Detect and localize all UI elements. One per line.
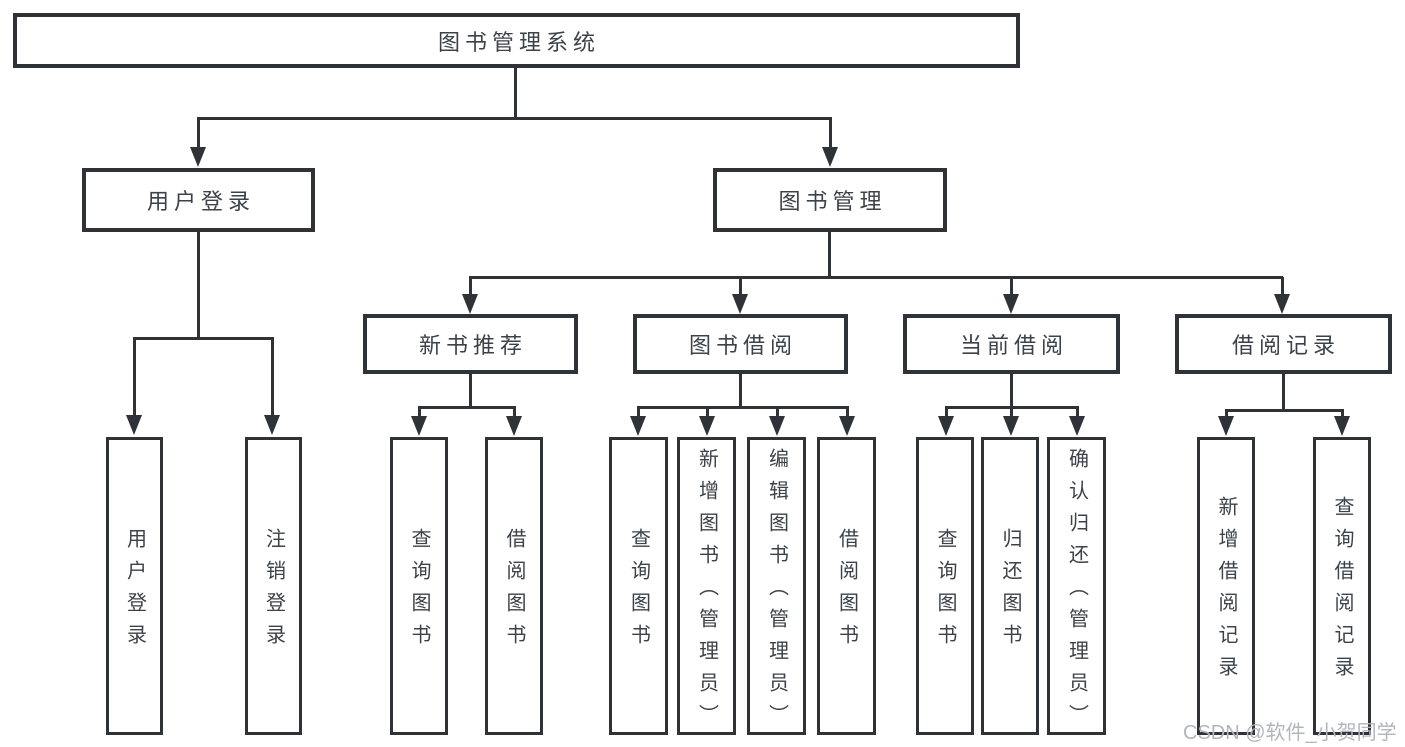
arrow-down-icon — [699, 416, 715, 436]
connector-line — [197, 117, 200, 148]
leaf-recommend-query-books-label: 查询图书 — [408, 528, 430, 656]
node-book-borrow: 图书借阅 — [633, 314, 848, 374]
node-user-login-label: 用户登录 — [146, 189, 255, 214]
leaf-current-return-books: 归还图书 — [981, 437, 1039, 735]
leaf-borrow-edit-books-admin: 编辑图书（管理员） — [747, 437, 806, 736]
arrow-down-icon — [411, 416, 427, 436]
leaf-records-add-record-label: 新增借阅记录 — [1215, 496, 1237, 688]
arrow-down-icon — [462, 294, 478, 314]
arrow-down-icon — [822, 147, 838, 167]
connector-line — [846, 406, 849, 417]
node-current-borrow-label: 当前借阅 — [959, 333, 1068, 358]
leaf-borrow-borrow-books-label: 借阅图书 — [835, 528, 858, 656]
leaf-recommend-borrow-books: 借阅图书 — [485, 437, 543, 735]
node-borrow-records: 借阅记录 — [1175, 314, 1392, 374]
connector-line — [513, 406, 516, 417]
node-new-book-recommend: 新书推荐 — [363, 314, 578, 374]
arrow-down-icon — [938, 416, 954, 436]
leaf-current-query-books-label: 查询图书 — [934, 528, 956, 656]
arrow-down-icon — [769, 416, 785, 436]
connector-line — [638, 406, 849, 409]
leaf-user-login-label: 用户登录 — [123, 528, 146, 656]
arrow-down-icon — [1218, 416, 1234, 436]
connector-line — [1010, 406, 1013, 417]
connector-line — [133, 337, 273, 340]
connector-line — [271, 337, 274, 416]
connector-line — [1225, 409, 1343, 412]
leaf-current-query-books: 查询图书 — [916, 437, 974, 735]
leaf-logout-label: 注销登录 — [262, 528, 285, 656]
leaf-current-return-books-label: 归还图书 — [999, 528, 1021, 656]
connector-line — [828, 231, 831, 276]
connector-line — [739, 277, 742, 296]
arrow-down-icon — [630, 416, 646, 436]
connector-line — [776, 406, 779, 417]
connector-line — [945, 406, 948, 417]
arrow-down-icon — [839, 416, 855, 436]
arrow-down-icon — [1003, 294, 1019, 314]
connector-line — [1281, 277, 1284, 296]
connector-line — [469, 276, 1283, 279]
leaf-logout: 注销登录 — [245, 437, 302, 735]
arrow-down-icon — [1334, 416, 1350, 436]
connector-line — [197, 231, 200, 337]
arrow-down-icon — [1274, 294, 1290, 314]
leaf-borrow-borrow-books: 借阅图书 — [817, 437, 876, 735]
leaf-records-query-record: 查询借阅记录 — [1313, 437, 1371, 735]
connector-line — [1010, 277, 1013, 296]
node-user-login: 用户登录 — [82, 168, 315, 232]
arrow-down-icon — [732, 294, 748, 314]
connector-line — [514, 68, 517, 117]
leaf-current-confirm-return-admin: 确认归还（管理员） — [1047, 437, 1106, 736]
csdn-watermark: CSDN @软件_小贺同学 — [1183, 722, 1397, 744]
node-book-management-label: 图书管理 — [778, 189, 887, 214]
connector-line — [1010, 373, 1013, 406]
connector-line — [469, 277, 472, 296]
node-current-borrow: 当前借阅 — [903, 314, 1120, 374]
arrow-down-icon — [1069, 416, 1085, 436]
leaf-borrow-query-books-label: 查询图书 — [627, 528, 650, 656]
connector-line — [469, 373, 472, 406]
connector-line — [1341, 409, 1344, 417]
connector-line — [1282, 373, 1285, 409]
arrow-down-icon — [126, 415, 142, 435]
connector-line — [418, 406, 515, 409]
node-library-system: 图书管理系统 — [13, 13, 1020, 68]
leaf-user-login: 用户登录 — [106, 437, 163, 735]
leaf-borrow-query-books: 查询图书 — [609, 437, 668, 735]
leaf-borrow-edit-books-admin-label: 编辑图书（管理员） — [765, 448, 788, 736]
leaf-recommend-query-books: 查询图书 — [390, 437, 448, 735]
arrow-down-icon — [1003, 416, 1019, 436]
connector-line — [1076, 406, 1079, 417]
node-borrow-records-label: 借阅记录 — [1231, 333, 1340, 358]
leaf-records-query-record-label: 查询借阅记录 — [1331, 496, 1353, 688]
node-book-management: 图书管理 — [713, 168, 947, 232]
connector-line — [133, 337, 136, 416]
leaf-borrow-add-books-admin: 新增图书（管理员） — [677, 437, 736, 736]
connector-line — [637, 406, 640, 417]
connector-line — [197, 117, 831, 120]
connector-line — [706, 406, 709, 417]
node-book-borrow-label: 图书借阅 — [688, 333, 797, 358]
node-new-book-recommend-label: 新书推荐 — [418, 333, 527, 358]
leaf-recommend-borrow-books-label: 借阅图书 — [503, 528, 525, 656]
arrow-down-icon — [190, 147, 206, 167]
leaf-borrow-add-books-admin-label: 新增图书（管理员） — [695, 448, 718, 736]
leaf-current-confirm-return-admin-label: 确认归还（管理员） — [1065, 448, 1088, 736]
connector-line — [739, 373, 742, 406]
arrow-down-icon — [264, 415, 280, 435]
arrow-down-icon — [506, 416, 522, 436]
connector-line — [418, 406, 421, 417]
connector-line — [1225, 409, 1228, 417]
leaf-records-add-record: 新增借阅记录 — [1197, 437, 1255, 735]
connector-line — [829, 117, 832, 148]
node-library-system-label: 图书管理系统 — [437, 29, 600, 55]
